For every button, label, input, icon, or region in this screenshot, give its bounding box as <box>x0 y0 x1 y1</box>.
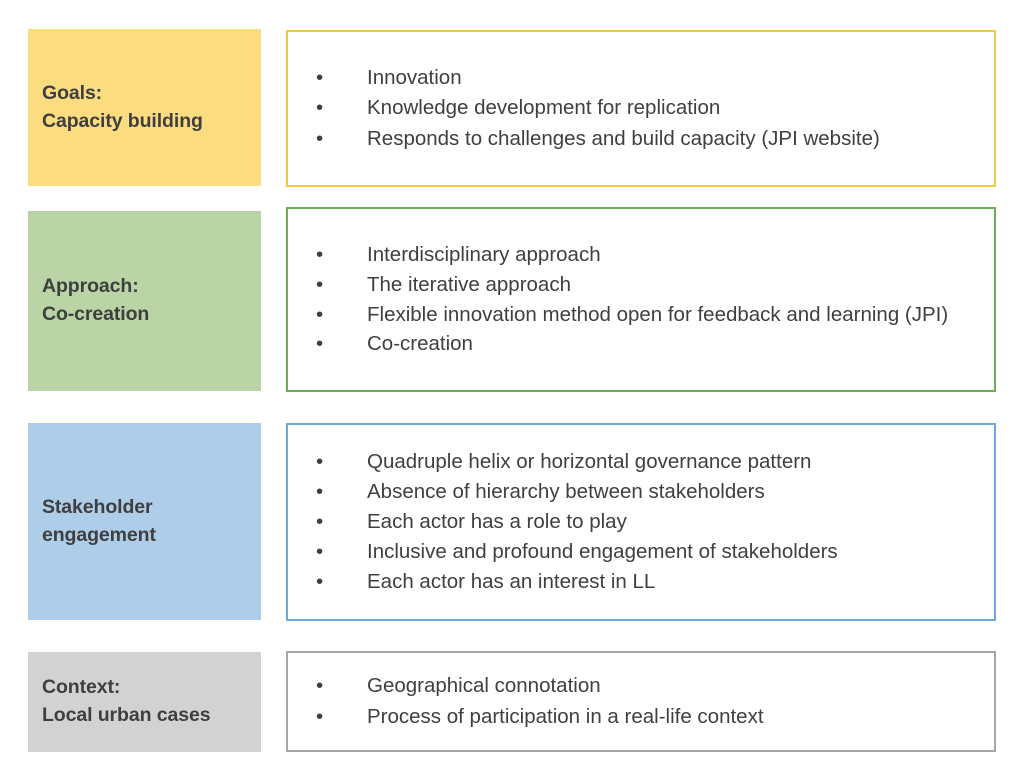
content-box-goals: • Innovation • Knowledge development for r… <box>286 30 996 187</box>
content-box-stakeholder-engagement: • Quadruple helix or horizontal governanc… <box>286 423 996 621</box>
bullet-icon: • <box>316 272 324 296</box>
label-line: engagement <box>42 523 156 546</box>
list-item-text: Each actor has an interest in LL <box>367 570 656 594</box>
content-box-context: • Geographical connotation • Process of pa… <box>286 651 996 752</box>
bullet-list-approach: • Interdisciplinary approach • The iterati… <box>302 240 982 360</box>
bullet-list-stakeholder-engagement: • Quadruple helix or horizontal governanc… <box>302 447 982 598</box>
list-item: • Process of participation in a real-life… <box>302 702 982 732</box>
list-item-text: Innovation <box>367 66 462 90</box>
list-item: • Each actor has a role to play <box>302 507 982 537</box>
list-item-text: Geographical connotation <box>367 674 601 698</box>
list-item: • Absence of hierarchy between stakeholde… <box>302 477 982 507</box>
list-item: • Quadruple helix or horizontal governanc… <box>302 447 982 477</box>
label-box-stakeholder-engagement: Stakeholder engagement <box>28 423 261 620</box>
label-line: Approach: <box>42 275 139 298</box>
content-box-approach: • Interdisciplinary approach • The iterati… <box>286 207 996 392</box>
list-item: • Knowledge development for replication <box>302 93 982 123</box>
list-item: • Inclusive and profound engagement of st… <box>302 537 982 567</box>
bullet-list-goals: • Innovation • Knowledge development for r… <box>302 63 982 153</box>
list-item: • Innovation <box>302 63 982 93</box>
list-item-text: Interdisciplinary approach <box>367 242 601 266</box>
label-line: Goals: <box>42 81 103 104</box>
list-item-text: Absence of hierarchy between stakeholder… <box>367 479 765 503</box>
bullet-icon: • <box>316 126 324 150</box>
list-item: • Geographical connotation <box>302 671 982 701</box>
label-line: Local urban cases <box>42 704 211 726</box>
bullet-icon: • <box>316 302 324 326</box>
bullet-icon: • <box>316 242 324 266</box>
label-box-approach: Approach: Co-creation <box>28 211 261 391</box>
label-line: Stakeholder <box>42 495 153 518</box>
bullet-icon: • <box>316 674 324 698</box>
bullet-icon: • <box>316 570 324 594</box>
list-item-text: Co-creation <box>367 332 473 356</box>
list-item: • Interdisciplinary approach <box>302 240 982 270</box>
list-item: • Flexible innovation method open for fee… <box>302 300 982 330</box>
list-item-text: Flexible innovation method open for feed… <box>367 302 949 326</box>
bullet-icon: • <box>316 332 324 356</box>
bullet-icon: • <box>316 96 324 120</box>
label-box-context: Context: Local urban cases <box>28 652 261 752</box>
list-item-text: Responds to challenges and build capacit… <box>367 126 880 150</box>
list-item: • The iterative approach <box>302 270 982 300</box>
bullet-icon: • <box>316 449 324 473</box>
list-item-text: The iterative approach <box>367 272 571 296</box>
bullet-icon: • <box>316 479 324 503</box>
label-line: Context: <box>42 676 121 699</box>
list-item: • Co-creation <box>302 329 982 359</box>
list-item-text: Each actor has a role to play <box>367 509 627 533</box>
list-item-text: Inclusive and profound engagement of sta… <box>367 540 838 564</box>
list-item: • Responds to challenges and build capaci… <box>302 124 982 154</box>
bullet-icon: • <box>316 66 324 90</box>
bullet-icon: • <box>316 704 324 728</box>
list-item-text: Quadruple helix or horizontal governance… <box>367 449 812 473</box>
label-line: Co-creation <box>42 303 150 325</box>
label-line: Capacity building <box>42 109 203 132</box>
list-item-text: Knowledge development for replication <box>367 96 721 120</box>
label-box-goals: Goals: Capacity building <box>28 29 261 186</box>
list-item: • Each actor has an interest in LL <box>302 567 982 597</box>
bullet-icon: • <box>316 509 324 533</box>
bullet-list-context: • Geographical connotation • Process of pa… <box>302 671 982 731</box>
bullet-icon: • <box>316 540 324 564</box>
list-item-text: Process of participation in a real-life … <box>367 704 764 728</box>
